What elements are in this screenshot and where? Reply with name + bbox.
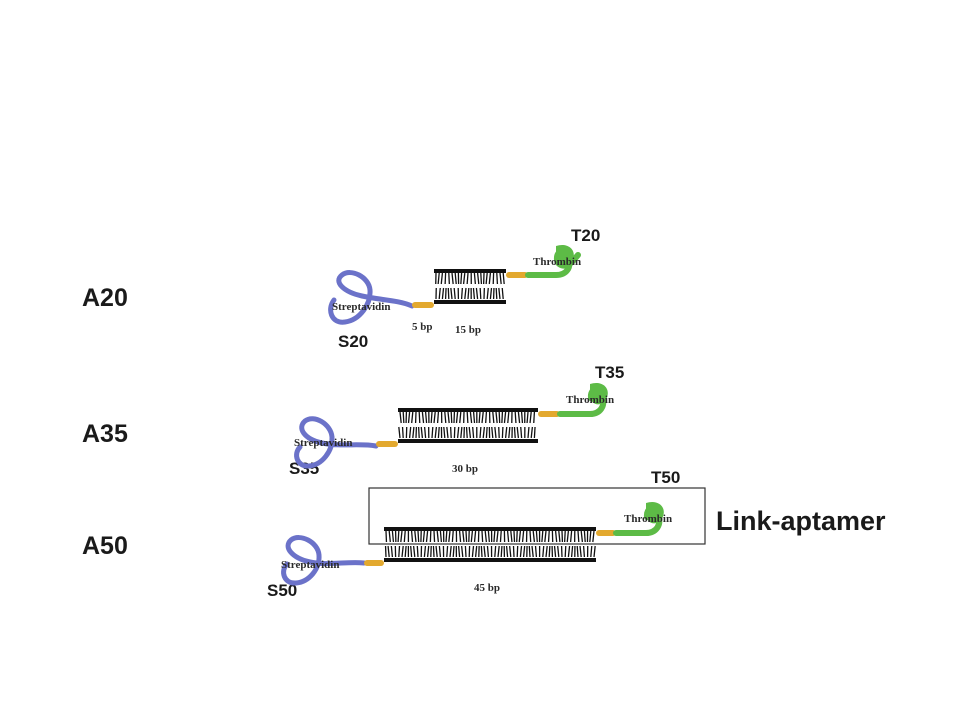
streptavidin-blob-a35 [294, 416, 379, 469]
dna-duplex-a35 [398, 408, 538, 443]
streptavidin-blob-a50 [281, 535, 367, 586]
dna-duplex-a50 [384, 527, 596, 562]
linker-thrombin-a50 [596, 530, 616, 536]
dna-duplex-a20 [434, 269, 506, 304]
bp-label-a20-2: 15 bp [455, 324, 481, 336]
link-aptamer-label: Link-aptamer [716, 506, 886, 536]
thrombin-tag-t50: T50 [651, 468, 681, 487]
linker-a20 [412, 302, 434, 308]
thrombin-blob-a35 [590, 382, 608, 405]
streptavidin-tag-s50: S50 [267, 581, 298, 600]
linker-thrombin-a20 [506, 272, 528, 278]
streptavidin-text-a20: Streptavidin [332, 301, 390, 313]
bp-label-a50: 45 bp [474, 582, 500, 594]
bp-label-a20-1: 5 bp [412, 321, 433, 333]
thrombin-blob-a50 [646, 501, 664, 524]
link-aptamer-box [368, 487, 706, 545]
thrombin-blob-a20 [556, 244, 574, 267]
bp-label-a35: 30 bp [452, 463, 478, 475]
thrombin-tag-t20: T20 [571, 226, 601, 245]
streptavidin-blob-a20 [328, 270, 415, 325]
linker-thrombin-a35 [538, 411, 560, 417]
streptavidin-text-a50: Streptavidin [281, 559, 339, 571]
linker-a35 [376, 441, 398, 447]
thrombin-text-a35: Thrombin [566, 394, 614, 406]
construct-a50: Streptavidin Thrombin 45 bp [281, 501, 672, 594]
construct-label-a35: A35 [82, 420, 128, 448]
thrombin-tag-t35: T35 [595, 363, 625, 382]
thrombin-text-a20: Thrombin [533, 256, 581, 268]
linker-a50 [364, 560, 384, 566]
thrombin-text-a50: Thrombin [624, 513, 672, 525]
construct-label-a20: A20 [82, 284, 128, 312]
construct-label-a50: A50 [82, 532, 128, 560]
construct-a20: Streptavidin Thrombin 5 bp 15 bp [328, 244, 581, 336]
streptavidin-text-a35: Streptavidin [294, 437, 352, 449]
construct-a35: Streptavidin Thrombin 30 bp [294, 382, 614, 475]
streptavidin-tag-s20: S20 [338, 332, 369, 351]
